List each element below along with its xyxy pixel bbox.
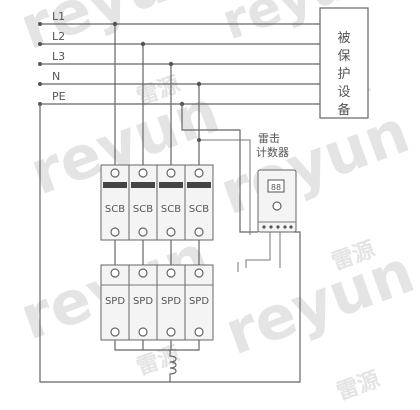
terminal-circle (110, 268, 120, 278)
counter-title-line1: 雷击 (258, 132, 280, 145)
counter-reset-knob (272, 201, 282, 211)
breaker-label: SCB (105, 204, 125, 215)
junction-dot (196, 81, 202, 87)
counter-aux-wire (245, 232, 271, 268)
terminal-dot (38, 42, 42, 46)
counter-return-wire (170, 231, 301, 383)
terminal-circle (138, 268, 148, 278)
counter-title-line2: 计数器 (256, 146, 289, 159)
watermark-cn: 雷源 (334, 367, 384, 406)
counter-terminal (276, 225, 280, 229)
inter-module-wires (114, 240, 200, 265)
terminal-circle (194, 227, 204, 237)
lightning-counter: 雷击 计数器 88 (256, 132, 297, 233)
spd-label: SPD (189, 296, 209, 307)
terminal-circle (138, 227, 148, 237)
terminal-dot (38, 22, 42, 26)
breaker-label: SCB (133, 204, 153, 215)
spd-label: SPD (161, 296, 181, 307)
equipment-char: 设 (337, 85, 350, 100)
protected-equipment-box (319, 7, 369, 119)
bus-label-n: N (52, 70, 60, 83)
terminal-circle (194, 268, 204, 278)
junction-dot (112, 21, 118, 27)
equipment-char: 护 (337, 67, 350, 82)
terminal-circle (194, 168, 204, 178)
watermark-brand: reyun (216, 237, 420, 369)
terminal-circle (138, 327, 148, 337)
junction-dot (140, 41, 146, 47)
equipment-char: 备 (337, 102, 350, 118)
breaker-handle (131, 182, 155, 188)
spd-ground-bus (114, 340, 200, 351)
inductor-coil (169, 350, 177, 382)
spd-label: SPD (105, 296, 125, 307)
junction-dot (197, 138, 201, 142)
terminal-circle (194, 327, 204, 337)
breaker-label: SCB (161, 204, 181, 215)
counter-display (267, 179, 285, 193)
terminal-circle (166, 327, 176, 337)
counter-terminal (289, 225, 293, 229)
bus-label-pe: PE (52, 90, 66, 103)
breaker-handle (159, 182, 183, 188)
breaker-label: SCB (189, 204, 209, 215)
terminal-circle (166, 168, 176, 178)
terminal-dot (38, 82, 42, 86)
counter-terminal (283, 225, 287, 229)
bus-label-l2: L2 (52, 30, 65, 43)
terminal-dot (38, 62, 42, 66)
ground-wiring (39, 104, 301, 383)
watermark-cn: 雷源 (134, 342, 184, 381)
terminal-circle (110, 227, 120, 237)
counter-terminal (262, 225, 266, 229)
breaker-group: SCB SCB SCB SCB (100, 164, 214, 241)
spd-label: SPD (133, 296, 153, 307)
bus-labels: L1 L2 L3 N PE (52, 10, 66, 103)
counter-body (257, 169, 297, 233)
bus-label-l1: L1 (52, 10, 65, 23)
bus-label-l3: L3 (52, 50, 65, 63)
terminal-circle (110, 327, 120, 337)
protected-equipment: 被 保 护 设 备 (319, 7, 369, 119)
watermark-brand: reyun (211, 97, 418, 229)
equipment-char: 被 (337, 31, 350, 46)
counter-terminal (269, 225, 273, 229)
pe-return-wire (39, 104, 170, 383)
equipment-char: 保 (337, 49, 350, 64)
junction-dot (168, 61, 174, 67)
drop-wires (112, 21, 202, 165)
pe-wire-to-counter (181, 104, 258, 233)
breaker-handle (103, 182, 127, 188)
breaker-handle (187, 182, 211, 188)
terminal-circle (166, 227, 176, 237)
counter-display-digits: 88 (271, 183, 281, 192)
n-wire-to-counter (199, 139, 251, 235)
spd-group: SPD SPD SPD SPD (100, 264, 214, 341)
terminal-circle (138, 168, 148, 178)
terminal-circle (110, 168, 120, 178)
terminal-circle (166, 268, 176, 278)
